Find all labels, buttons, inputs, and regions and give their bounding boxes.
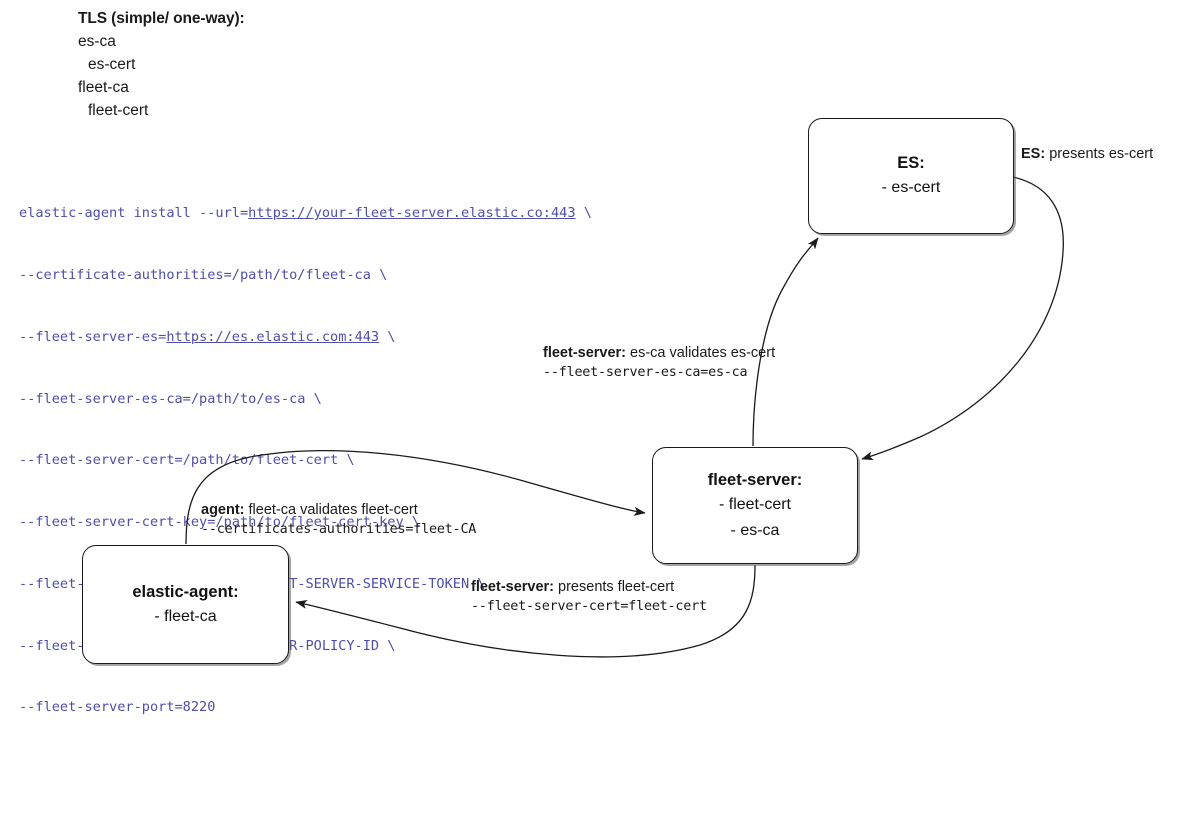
- command-line-2-pre: --certificate-authorities=/path/to/fleet…: [19, 266, 388, 283]
- tls-legend: TLS (simple/ one-way): es-ca es-cert fle…: [78, 7, 245, 122]
- edge-label-fleet-validates-rest: es-ca validates es-cert: [626, 345, 776, 361]
- command-line-3-pre: --fleet-server-es=: [19, 328, 167, 345]
- edge-label-es-presents-row1: ES: presents es-cert: [1021, 144, 1153, 164]
- edge-label-agent-validates-flag: --certificates-authorities=fleet-CA: [201, 522, 477, 537]
- edge-agent-to-fleet: [185, 449, 646, 545]
- edge-fleet-to-es: [752, 237, 819, 447]
- tls-legend-item-es-cert: es-cert: [88, 56, 136, 73]
- elasticsearch-url-link[interactable]: https://es.elastic.com:443: [166, 328, 380, 345]
- node-elasticsearch-item-es-cert: - es-cert: [881, 179, 941, 196]
- node-fleet-server-title: fleet-server:: [707, 470, 803, 489]
- command-line-9-pre: --fleet-server-port=8220: [19, 699, 216, 716]
- edge-label-agent-validates: agent: fleet-ca validates fleet-cert --c…: [201, 500, 476, 540]
- command-line-3: --fleet-server-es=https://es.elastic.com…: [19, 327, 592, 348]
- edge-label-fleet-presents-bold: fleet-server:: [471, 579, 555, 595]
- node-elastic-agent-item-fleet-ca: - fleet-ca: [154, 607, 217, 625]
- tls-legend-item-fleet-cert: fleet-cert: [88, 102, 149, 119]
- command-line-2: --certificate-authorities=/path/to/fleet…: [19, 265, 592, 286]
- node-elasticsearch[interactable]: ES: - es-cert: [808, 118, 1014, 234]
- edge-label-es-presents-es-cert: ES: presents es-cert: [1021, 144, 1153, 164]
- node-elastic-agent-title: elastic-agent:: [132, 582, 239, 601]
- tls-legend-item-es-ca: es-ca: [78, 33, 116, 50]
- command-line-6: --fleet-server-cert-key=/path/to/fleet-c…: [19, 512, 592, 533]
- command-line-3-post: \: [379, 328, 396, 345]
- edge-label-fleet-server-validates: fleet-server: es-ca validates es-cert --…: [543, 343, 775, 383]
- edge-label-fleet-validates-bold: fleet-server:: [543, 345, 627, 361]
- tls-legend-item-fleet-ca: fleet-ca: [78, 79, 129, 96]
- edge-es-to-fleet: [861, 176, 1064, 461]
- edge-label-fleet-validates-flag: --fleet-server-es-ca=es-ca: [543, 365, 748, 380]
- node-elastic-agent[interactable]: elastic-agent: - fleet-ca: [82, 545, 289, 664]
- edge-label-agent-validates-row1: agent: fleet-ca validates fleet-cert: [201, 500, 476, 520]
- node-elasticsearch-title: ES:: [897, 154, 925, 172]
- command-line-9: --fleet-server-port=8220: [19, 697, 592, 718]
- command-line-1: elastic-agent install --url=https://your…: [19, 203, 592, 224]
- command-line-1-pre: elastic-agent install --url=: [19, 205, 249, 222]
- tls-legend-title: TLS (simple/ one-way):: [78, 10, 245, 27]
- edge-label-fleet-validates-row1: fleet-server: es-ca validates es-cert: [543, 343, 775, 363]
- edge-label-fleet-presents-rest: presents fleet-cert: [554, 579, 675, 595]
- command-line-5-pre: --fleet-server-cert=/path/to/fleet-cert …: [19, 452, 355, 469]
- edge-label-agent-validates-rest: fleet-ca validates fleet-cert: [244, 502, 418, 518]
- command-line-6-pre: --fleet-server-cert-key=/path/to/fleet-c…: [19, 514, 421, 531]
- edge-label-agent-validates-bold: agent:: [201, 502, 245, 518]
- edge-fleet-to-agent: [295, 564, 756, 658]
- edge-label-es-presents-rest: presents es-cert: [1045, 146, 1154, 162]
- edge-label-fleet-server-presents: fleet-server: presents fleet-cert --flee…: [471, 577, 707, 617]
- command-line-4-pre: --fleet-server-es-ca=/path/to/es-ca \: [19, 390, 322, 407]
- node-fleet-server-item-es-ca: - es-ca: [730, 521, 780, 539]
- command-line-4: --fleet-server-es-ca=/path/to/es-ca \: [19, 389, 592, 410]
- command-line-5: --fleet-server-cert=/path/to/fleet-cert …: [19, 450, 592, 471]
- command-line-1-post: \: [575, 205, 592, 222]
- node-fleet-server[interactable]: fleet-server: - fleet-cert - es-ca: [652, 447, 858, 564]
- fleet-server-url-link[interactable]: https://your-fleet-server.elastic.co:443: [248, 205, 576, 222]
- edge-label-fleet-presents-row1: fleet-server: presents fleet-cert: [471, 577, 707, 597]
- edge-label-fleet-presents-flag: --fleet-server-cert=fleet-cert: [471, 599, 707, 614]
- node-fleet-server-item-fleet-cert: - fleet-cert: [718, 495, 791, 513]
- edge-label-es-presents-bold: ES:: [1021, 146, 1046, 162]
